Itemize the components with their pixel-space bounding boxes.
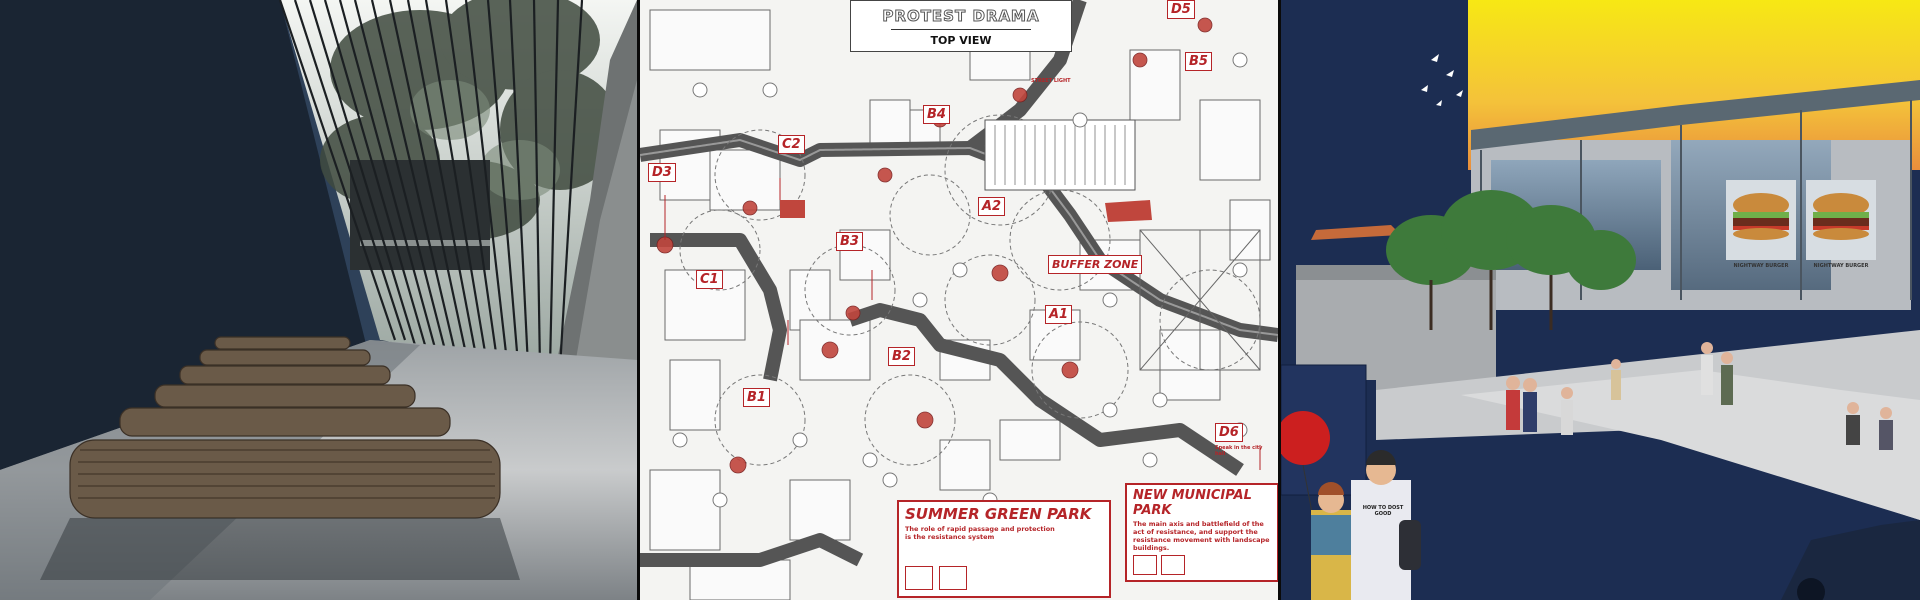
label-B2: B2: [888, 347, 915, 366]
map-title: PROTEST DRAMA: [882, 7, 1040, 26]
label-B1: B1: [743, 388, 770, 407]
label-B4: B4: [923, 105, 950, 124]
new-municipal-park-desc: The main axis and battlefield of the act…: [1133, 520, 1270, 552]
map-title-box: PROTEST DRAMA TOP VIEW: [850, 0, 1072, 52]
label-C1: C1: [696, 270, 723, 289]
park-icon: [905, 566, 933, 590]
label-C2: C2: [778, 135, 805, 154]
panel-divider: [637, 0, 640, 600]
building-icon: [1161, 555, 1185, 575]
map-illustration: [640, 0, 1278, 600]
summer-green-park-box: SUMMER GREEN PARK The role of rapid pass…: [897, 500, 1111, 598]
label-D5: D5: [1167, 0, 1195, 19]
summer-green-park-desc: The role of rapid passage and protection…: [905, 525, 1055, 541]
billboard-text-left: NIGHTWAY BURGER: [1733, 263, 1789, 269]
label-A2: A2: [978, 197, 1006, 216]
pedestrian-icon: [939, 566, 967, 590]
buffer-zone-label: BUFFER ZONE: [1048, 255, 1143, 274]
d6-note: Speak in the city hall: [1215, 445, 1263, 457]
label-D3: D3: [648, 163, 676, 182]
billboard-text-right: NIGHTWAY BURGER: [1813, 263, 1869, 269]
street-scene-art: [1281, 0, 1920, 600]
new-municipal-park-title: NEW MUNICIPAL PARK: [1133, 488, 1252, 518]
label-D6: D6: [1215, 423, 1243, 442]
parking-icon: [1133, 555, 1157, 575]
label-B5: B5: [1185, 52, 1212, 71]
shirt-text: HOW TO DOST GOOD: [1362, 505, 1404, 517]
underpass-render: [0, 0, 637, 600]
map-subtitle: TOP VIEW: [891, 29, 1031, 47]
street-light-note: STREET LIGHT: [1031, 78, 1071, 84]
top-view-map: PROTEST DRAMA TOP VIEW D5 B5 B4 C2 D3 A2…: [640, 0, 1278, 600]
panel-divider: [1278, 0, 1281, 600]
street-scene-illustration: NIGHTWAY BURGER NIGHTWAY BURGER HOW TO D…: [1281, 0, 1920, 600]
new-municipal-park-box: NEW MUNICIPAL PARK The main axis and bat…: [1125, 483, 1278, 582]
underpass-illustration: [0, 0, 637, 600]
label-A1: A1: [1045, 305, 1073, 324]
summer-green-park-title: SUMMER GREEN PARK: [905, 505, 1092, 523]
label-B3: B3: [836, 232, 863, 251]
